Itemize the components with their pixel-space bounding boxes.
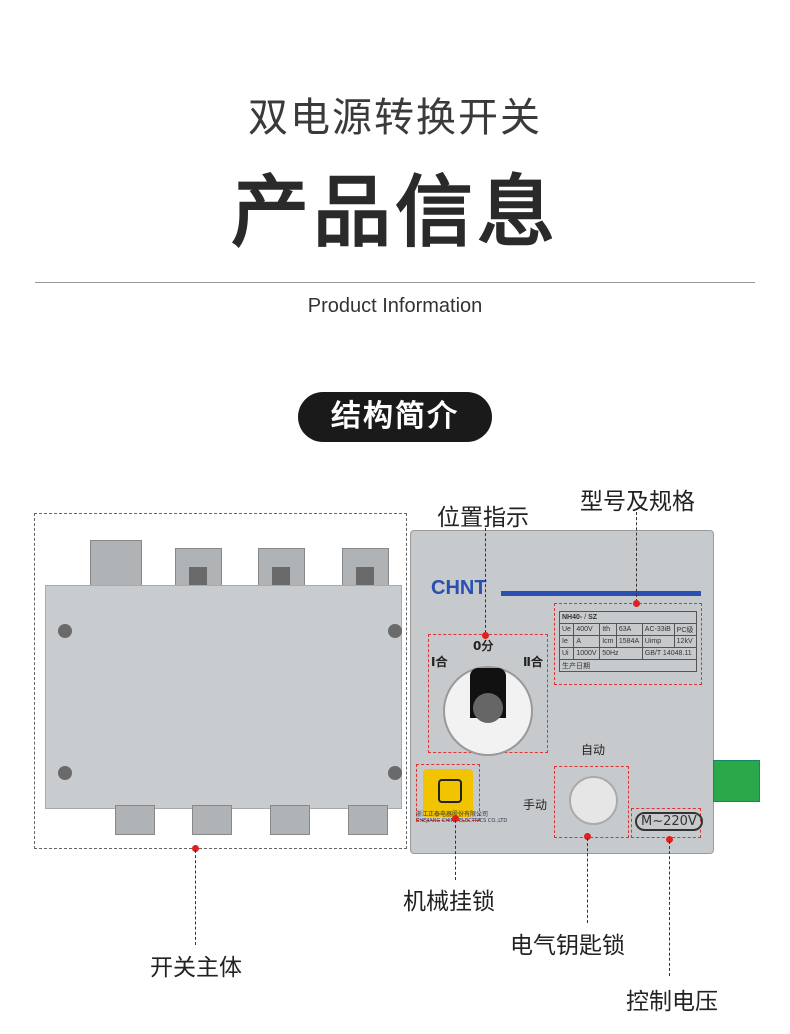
callout-line	[636, 512, 637, 602]
terminal	[192, 805, 232, 835]
switch-body-outline	[34, 513, 407, 849]
callout-line	[669, 841, 670, 976]
callout-dot	[666, 836, 673, 843]
callout-dot	[584, 833, 591, 840]
padlock-icon	[438, 779, 462, 803]
product-subtitle: 双电源转换开关	[248, 95, 542, 141]
lock-callout-box	[416, 764, 480, 821]
terminal	[270, 805, 310, 835]
terminal-block	[713, 760, 760, 802]
spec-callout-box	[554, 603, 702, 685]
callout-position: 位置指示	[437, 505, 529, 531]
callout-dot	[452, 815, 459, 822]
callout-line	[455, 820, 456, 880]
callout-dot	[192, 845, 199, 852]
voltage-label: M~220V	[635, 812, 703, 831]
callout-dot	[482, 632, 489, 639]
brand-logo: CHNT	[431, 577, 487, 599]
callout-key-lock: 电气钥匙锁	[510, 933, 625, 959]
divider	[35, 282, 755, 283]
callout-lock: 机械挂锁	[403, 889, 495, 915]
english-title: Product Information	[307, 295, 483, 317]
key-callout-box	[554, 766, 629, 838]
key-switch[interactable]	[569, 776, 618, 825]
callout-model: 型号及规格	[580, 489, 695, 515]
position-dial[interactable]	[443, 666, 533, 756]
callout-line	[485, 528, 486, 633]
callout-body: 开关主体	[150, 955, 242, 981]
terminal	[348, 805, 388, 835]
page-title: 产品信息	[230, 168, 559, 258]
padlock-cover[interactable]	[423, 769, 473, 817]
callout-dot	[633, 600, 640, 607]
section-badge: 结构简介	[298, 392, 492, 442]
brand-stripe	[501, 591, 701, 596]
terminal	[115, 805, 155, 835]
callout-line	[195, 850, 196, 945]
switch-body	[45, 585, 402, 809]
callout-voltage: 控制电压	[626, 989, 718, 1015]
callout-line	[587, 838, 588, 923]
